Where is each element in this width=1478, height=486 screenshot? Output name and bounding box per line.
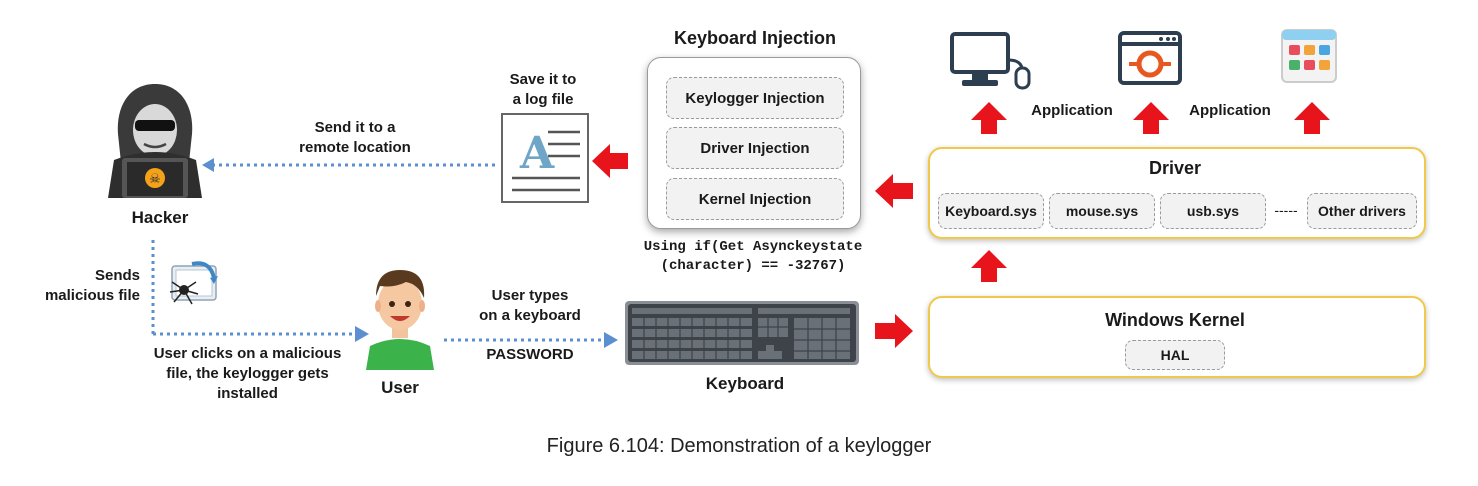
svg-text:☠: ☠ <box>149 172 161 187</box>
user-types-label: User types on a keyboard <box>455 286 605 326</box>
driver-separator: ----- <box>1274 202 1298 218</box>
keyboard-injection-title: Keyboard Injection <box>673 28 837 48</box>
monitor-icon <box>950 32 1031 90</box>
driver-chip-mouse: mouse.sys <box>1049 193 1155 229</box>
driver-chip-usb: usb.sys <box>1160 193 1266 229</box>
keyboard-label: Keyboard <box>705 374 785 393</box>
keylogger-injection-chip: Keylogger Injection <box>666 77 844 119</box>
red-arrow-to-injection <box>875 174 913 208</box>
user-avatar-icon <box>366 270 434 370</box>
driver-chip-keyboard: Keyboard.sys <box>938 193 1044 229</box>
red-arrow-up-app-1 <box>971 102 1007 134</box>
send-remote-line2: remote location <box>299 139 411 156</box>
save-log-line1: Save it to <box>509 71 577 88</box>
keyboard-icon <box>625 301 859 365</box>
application-label-1: Application <box>1031 102 1113 119</box>
driver-title: Driver <box>1148 158 1202 178</box>
red-arrow-to-kernel <box>875 314 913 348</box>
code-note-line1: Using if(Get Asynckeystate <box>643 239 863 255</box>
sends-file-line2: malicious file <box>44 287 140 304</box>
driver-injection-chip: Driver Injection <box>666 127 844 169</box>
kernel-injection-chip: Kernel Injection <box>666 178 844 220</box>
save-log-label: Save it to a log file <box>498 70 588 110</box>
figure-caption: Figure 6.104: Demonstration of a keylogg… <box>546 435 932 457</box>
sends-file-line1: Sends <box>94 267 140 284</box>
user-types-line2: on a keyboard <box>479 307 581 324</box>
code-note: Using if(Get Asynckeystate (character) =… <box>628 238 878 276</box>
spider-file-icon <box>169 261 218 305</box>
user-types-line1: User types <box>491 287 569 304</box>
driver-chip-other: Other drivers <box>1307 193 1417 229</box>
user-clicks-line3: installed <box>217 385 278 402</box>
user-clicks-line2: file, the keylogger gets <box>166 365 329 382</box>
send-remote-line1: Send it to a <box>314 119 396 136</box>
hacker-icon: ☠ <box>108 84 202 198</box>
password-label: PASSWORD <box>486 346 574 363</box>
red-arrow-up-kernel <box>971 250 1007 282</box>
user-types-dotted-arrow <box>444 332 618 348</box>
malicious-file-dotted-arrow <box>151 240 369 342</box>
red-arrow-to-log <box>592 144 628 178</box>
send-remote-label: Send it to a remote location <box>280 118 430 158</box>
red-arrow-up-app-2 <box>1133 102 1169 134</box>
remote-dotted-arrow <box>202 158 496 172</box>
app-window-icon <box>1118 31 1182 85</box>
windows-kernel-title: Windows Kernel <box>1105 310 1245 330</box>
app-grid-icon <box>1281 29 1337 83</box>
log-file-icon: A <box>501 113 589 203</box>
user-clicks-label: User clicks on a malicious file, the key… <box>140 344 355 404</box>
sends-file-label: Sends malicious file <box>30 266 140 306</box>
application-label-2: Application <box>1189 102 1271 119</box>
user-label: User <box>381 378 419 397</box>
code-note-line2: (character) == -32767) <box>660 258 846 274</box>
hacker-label: Hacker <box>131 208 189 227</box>
save-log-line2: a log file <box>512 91 574 108</box>
user-clicks-line1: User clicks on a malicious <box>153 345 342 362</box>
hal-chip: HAL <box>1125 340 1225 370</box>
red-arrow-up-app-3 <box>1294 102 1330 134</box>
svg-text:A: A <box>519 128 555 179</box>
